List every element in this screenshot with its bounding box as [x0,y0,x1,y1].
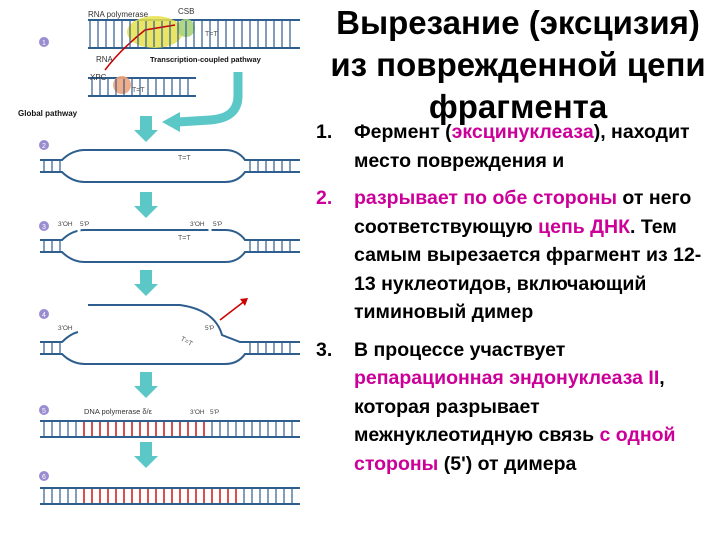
label-5p: 5'P [210,409,219,416]
step-number: 1. [316,121,333,143]
label-5p: 5'P [213,221,222,228]
down-arrow [134,116,158,142]
label-3oh: 3'OH [58,325,73,332]
title-line: Вырезание (эксцизия) [336,4,700,41]
stage-number-badge [39,37,49,47]
new-nucleotides [83,422,205,436]
label-tt-dimer: T=T [178,155,191,162]
step-text: . Тем самым вырезается фрагмент из 12-13… [354,215,702,324]
base-pair-rungs [43,21,293,503]
release-arrow-head [240,298,248,306]
dna-strand-bottom [40,171,300,183]
label-csb: CSB [178,7,194,16]
xpc-blob [113,76,131,94]
stage-number: 1 [42,40,46,47]
dna-strand-bottom [40,353,300,365]
stage-2-bubble: 2 T=T [39,140,300,183]
step-text: , которая разрывает межнуклеотидную связ… [354,367,665,446]
label-5p: 5'P [80,221,89,228]
stage-3-incision: 3 3'OH 5'P 3'OH 5'P T=T [39,221,300,263]
arrow-merge-head [162,112,180,132]
label-transcription-pathway: Transcription-coupled pathway [150,55,262,64]
stage-1-global: XPC T=T Global pathway [18,72,243,132]
stage-number: 2 [42,143,46,150]
label-global-pathway: Global pathway [18,109,78,118]
new-nucleotides [83,489,237,503]
release-arrow [219,299,247,321]
dna-repair-diagram: 1 RNA polymerase CSB RNA T=T Transcripti… [18,7,300,505]
title-line: фрагмента [428,88,608,125]
label-5p: 5'P [205,325,214,332]
step-text: В процессе участвует [354,338,566,361]
label-tt-dimer: T=T [179,336,194,349]
stage-6-ligation: 6 [39,471,300,505]
label-rna-polymerase: RNA polymerase [88,10,149,19]
label-3oh: 3'OH [190,221,205,228]
rna-polymerase-blob [127,16,183,48]
stage-number-badge [39,309,49,319]
down-arrow [134,372,158,398]
stage-4-excision: 4 3'OH 5'P T=T [39,298,300,365]
stage-number-badge [39,471,49,481]
label-3oh: 3'OH [58,221,73,228]
excised-fragment [88,304,300,343]
stage-1-transcription: 1 RNA polymerase CSB RNA T=T Transcripti… [39,7,300,71]
label-tt-dimer: T=T [132,87,145,94]
down-arrow [134,270,158,296]
highlighted-text: цепь ДНК [538,215,631,238]
down-arrow [134,192,158,218]
down-arrows [134,116,158,468]
highlighted-text: репарационная эндонуклеаза II [354,367,660,389]
label-3oh: 3'OH [190,409,205,416]
label-xpc: XPC [90,73,107,82]
step-item: 1. Фермент (эксцинуклеаза), находит место… [312,118,712,175]
label-tt-dimer: T=T [178,235,191,242]
step-item: 3. В процессе участвует репарационная энд… [312,336,712,479]
stage-number: 3 [42,224,46,231]
step-text: (5') от димера [438,452,577,475]
highlighted-text: эксцинуклеаза [451,121,594,143]
label-rna: RNA [96,55,114,64]
steps-list: 1. Фермент (эксцинуклеаза), находит место… [312,118,712,487]
arrow-merge [177,72,243,127]
label-tt-dimer: T=T [205,31,218,38]
stage-number: 5 [42,408,46,415]
step-item: 2. разрывает по обе стороны от него соотв… [312,184,712,327]
highlighted-text: с одной стороны [354,424,676,475]
stage-number: 4 [42,312,46,319]
down-arrow [134,442,158,468]
stage-number-badge [39,140,49,150]
highlighted-text: разрывает по обе стороны [354,187,618,209]
step-number: 3. [316,338,333,361]
stage-number-badge [39,405,49,415]
stage-number-badge [39,221,49,231]
dna-strand-bottom [40,251,300,263]
dna-strand-top [40,229,300,241]
step-text: от него соответствующую [354,187,692,238]
title-line: из поврежденной цепи [330,46,706,83]
rna-strand [104,24,176,71]
stage-5-synthesis: 5 DNA polymerase δ/ε 3'OH 5'P [39,405,300,438]
label-dna-polymerase: DNA polymerase δ/ε [84,407,153,416]
step-text: Фермент ( [354,121,452,143]
dna-strand-top [40,149,300,161]
dna-strand-top [40,331,79,343]
step-text: ), находит место повреждения и [354,121,690,172]
stage-number: 6 [42,474,46,481]
page-title: Вырезание (эксцизия) из поврежденной цеп… [322,2,714,128]
step-number: 2. [316,187,333,209]
